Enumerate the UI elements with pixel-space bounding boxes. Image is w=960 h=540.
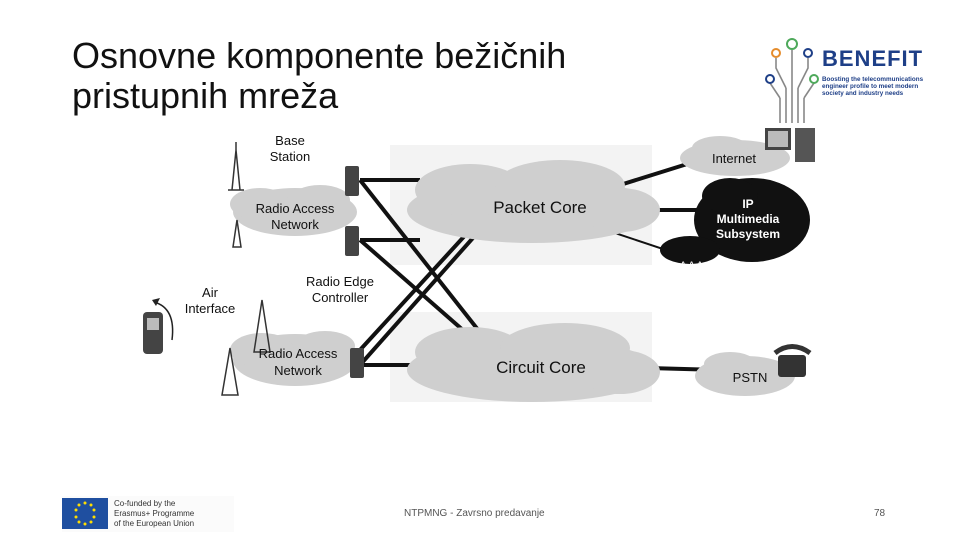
label-rec-2: Controller (312, 290, 369, 305)
eu-text: Co-funded by the Erasmus+ Programme of t… (114, 499, 194, 529)
logo-tagline: Boosting the telecommunications engineer… (822, 76, 942, 97)
eu-funding-badge: Co-funded by the Erasmus+ Programme of t… (62, 496, 234, 532)
eu-line-3: of the European Union (114, 519, 194, 529)
title-line-1: Osnovne komponente bežičnih (72, 36, 712, 76)
label-air-1: Air (202, 285, 219, 300)
label-packet-core: Packet Core (493, 198, 587, 217)
label-aaa: AAA (679, 260, 704, 272)
page-number: 78 (874, 508, 885, 519)
tagline-line-3: society and industry needs (822, 90, 942, 97)
label-rec-1: Radio Edge (306, 274, 374, 289)
label-ran-top-1: Radio Access (256, 201, 335, 216)
slide-title: Osnovne komponente bežičnih pristupnih m… (72, 36, 712, 116)
benefit-logo: BENEFIT Boosting the telecommunications … (762, 28, 944, 128)
network-diagram: Base Station Radio Access Network Radio … (130, 128, 830, 408)
label-ims-3: Subsystem (716, 227, 780, 241)
mobile-phone-icon (143, 312, 163, 354)
label-internet: Internet (712, 151, 756, 166)
tagline-line-2: engineer profile to meet modern (822, 83, 942, 90)
eu-line-2: Erasmus+ Programme (114, 509, 194, 519)
label-ims-2: Multimedia (717, 212, 780, 226)
label-ran-top-2: Network (271, 217, 319, 232)
title-line-2: pristupnih mreža (72, 76, 712, 116)
label-ran-bottom-2: Network (274, 363, 322, 378)
label-base-station-2: Station (270, 149, 310, 164)
label-ims-1: IP (742, 197, 753, 211)
tagline-line-1: Boosting the telecommunications (822, 76, 942, 83)
label-base-station-1: Base (275, 133, 305, 148)
eu-flag-icon (62, 498, 108, 529)
telephone-icon (775, 347, 810, 378)
label-pstn: PSTN (733, 370, 768, 385)
label-air-2: Interface (185, 301, 236, 316)
logo-name: BENEFIT (822, 46, 923, 72)
label-ran-bottom-1: Radio Access (259, 346, 338, 361)
arrow-head-icon (152, 298, 160, 306)
circuit-tree-icon (762, 28, 822, 128)
eu-line-1: Co-funded by the (114, 499, 194, 509)
slide-footer: NTPMNG - Zavrsno predavanje (404, 508, 545, 519)
label-circuit-core: Circuit Core (496, 358, 586, 377)
